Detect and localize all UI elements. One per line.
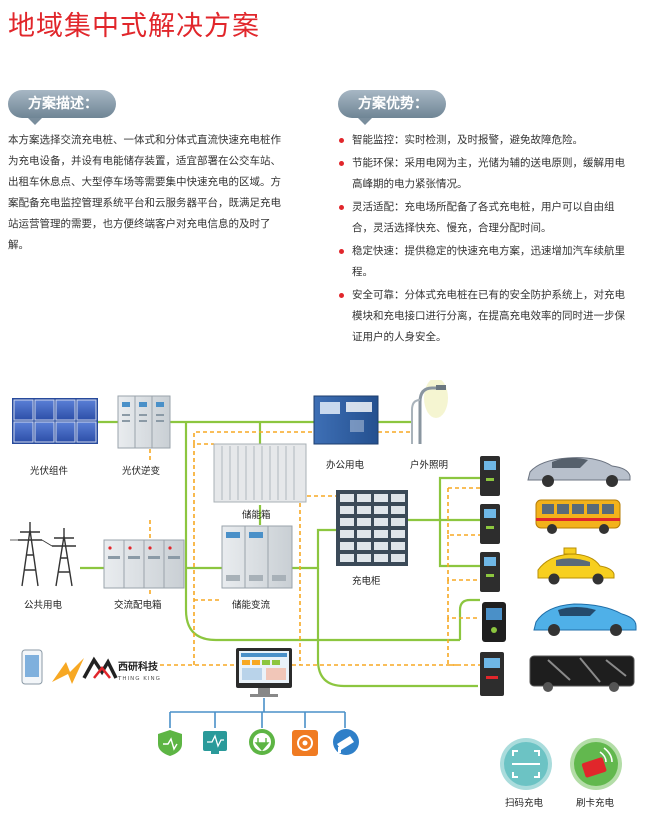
advantage-item: 智能监控：实时检测，及时报警，避免故障危险。 — [338, 130, 628, 151]
label-office-power: 办公用电 — [326, 459, 365, 471]
scan-charge-icon — [500, 738, 552, 790]
charger-post-4 — [482, 602, 506, 642]
taxi-icon — [537, 547, 615, 585]
pv-panels — [12, 398, 98, 444]
office-power-cabinet — [313, 395, 379, 445]
charger-post-3 — [480, 552, 500, 592]
system-diagram: 光伏组件 光伏逆变 储能箱 办公用电 户外照明 — [10, 380, 637, 809]
label-scan-charge: 扫码充电 — [505, 797, 544, 809]
charger-post-1 — [480, 456, 500, 496]
advantages-list: 智能监控：实时检测，及时报警，避免故障危险。 节能环保：采用电网为主，光储为辅的… — [338, 130, 628, 350]
charger-post-5 — [480, 652, 504, 696]
label-public-grid: 公共用电 — [24, 599, 63, 611]
label-card-charge: 刷卡充电 — [576, 797, 615, 809]
car-sports-icon — [527, 457, 631, 487]
power-lines — [80, 420, 480, 688]
electric-bus-icon — [529, 655, 635, 692]
label-charging-cabinet: 充电柜 — [352, 575, 381, 587]
sports-car-blue-icon — [533, 603, 637, 636]
page-title: 地域集中式解决方案 — [8, 11, 260, 42]
phone-icon — [21, 649, 43, 685]
description-text: 本方案选择交流充电桩、一体式和分体式直流快速充电桩作为充电设备，并设有电能储存装… — [8, 134, 281, 251]
bus-icon — [535, 499, 621, 534]
power-pylon-icon — [10, 522, 76, 587]
advantage-item: 安全可靠：分体式充电桩在已有的安全防护系统上，对充电模块和充电接口进行分离，在提… — [338, 285, 628, 348]
logo-sub: THING KING — [117, 676, 161, 682]
company-logo: 西研科技 THING KING — [82, 656, 161, 682]
label-pv-module: 光伏组件 — [30, 465, 69, 477]
label-outdoor-light: 户外照明 — [410, 459, 448, 471]
advantage-item: 节能环保：采用电网为主，光储为辅的送电原则，缓解用电高峰期的电力紧张情况。 — [338, 153, 628, 195]
lightning-icon — [52, 658, 84, 684]
charging-cabinet — [336, 490, 408, 566]
shield-icon — [158, 730, 182, 756]
camera-icon — [333, 729, 359, 755]
monitor-wave-icon — [203, 731, 227, 754]
ev-plug-icon — [249, 729, 275, 755]
card-charge-icon — [570, 738, 622, 790]
ac-distribution-cabinet — [103, 539, 185, 589]
advantages-heading: 方案优势： — [338, 90, 446, 125]
charger-post-2 — [480, 504, 500, 544]
pv-inverter-cabinet — [117, 395, 171, 449]
description-heading: 方案描述： — [8, 90, 116, 125]
label-pv-inverter: 光伏逆变 — [122, 465, 161, 477]
network-lines — [169, 698, 346, 728]
label-storage-converter: 储能变流 — [232, 599, 271, 611]
storage-converter-cabinet — [221, 525, 293, 589]
monitor-icon — [236, 648, 292, 697]
storage-box — [213, 443, 307, 503]
street-lamp-icon — [411, 380, 448, 444]
label-storage-box: 储能箱 — [242, 509, 271, 521]
advantage-item: 稳定快速：提供稳定的快速充电方案，迅速增加汽车续航里程。 — [338, 241, 628, 283]
label-ac-cabinet: 交流配电箱 — [114, 599, 162, 611]
gear-tools-icon — [292, 730, 318, 756]
advantage-item: 灵活适配：充电场所配备了各式充电桩，用户可以自由组合，灵活选择快充、慢充，合理分… — [338, 197, 628, 239]
logo-name: 西研科技 — [118, 660, 159, 673]
